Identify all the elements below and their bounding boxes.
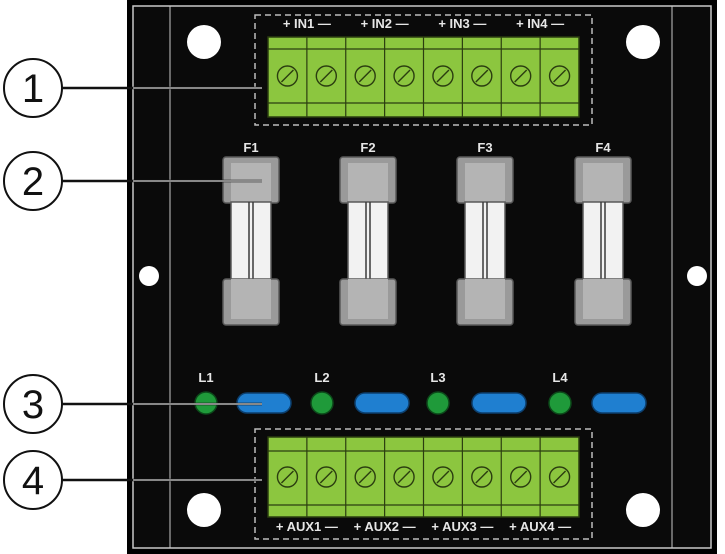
aux-terminal-screw[interactable] [471,466,493,488]
in-terminal-screw[interactable] [432,65,454,87]
led-label: L1 [198,370,213,385]
aux-terminal-screw[interactable] [432,466,454,488]
blue-indicator-l4 [591,392,647,414]
mounting-hole-bottom-left [187,493,221,527]
led-indicator-l3 [426,391,450,415]
fuse-cap-top-inner [348,163,388,203]
in-terminal-label: + IN3 — [438,16,486,31]
callout-number: 1 [22,67,44,111]
fuse-holder-f1[interactable]: F1 [222,140,280,326]
callout-2: 2 [3,151,262,211]
fuse-cap-bottom-inner [465,279,505,319]
aux-terminal-screw[interactable] [276,466,299,488]
in-terminal-screw[interactable] [276,65,299,87]
fuse-body [230,201,272,281]
aux-terminal-outline [254,428,593,540]
callout-3: 3 [3,374,262,434]
in-terminal-screw[interactable] [471,65,493,87]
aux-terminal-label: + AUX2 — [354,519,416,534]
fuse-label: F3 [477,140,492,155]
fuse-label: F4 [595,140,611,155]
fuse-holder-f4[interactable]: F4 [574,140,632,326]
fuse-label: F1 [243,140,258,155]
input-terminal-block: + IN1 — + IN2 — + IN3 — + IN4 — [254,14,593,126]
in-terminal-screw[interactable] [393,65,415,87]
fuse-holder-f2[interactable]: F2 [339,140,397,326]
mounting-hole-bottom-right [626,493,660,527]
fuse-body [464,201,506,281]
callout-group: 1 2 3 4 [3,58,262,510]
mounting-hole-top-right [626,25,660,59]
fuse-cap-top-inner [583,163,623,203]
led-indicator-l4 [548,391,572,415]
fuse-body [347,201,389,281]
led-indicator-l2 [310,391,334,415]
in-terminal-screw[interactable] [509,65,532,87]
input-terminal-outline [254,14,593,126]
in-terminal-screw[interactable] [315,65,338,87]
fuse-body [582,201,624,281]
aux-terminal-screw[interactable] [315,466,338,488]
aux-terminal-screw[interactable] [509,466,532,488]
callout-number: 4 [22,459,44,503]
fuse-cap-bottom-inner [583,279,623,319]
aux-terminal-label: + AUX3 — [431,519,493,534]
aux-terminal-label: + AUX4 — [509,519,571,534]
in-terminal-screw[interactable] [354,65,376,87]
fuse-cap-top-inner [465,163,505,203]
aux-terminal-screw[interactable] [548,466,571,488]
fuse-label: F2 [360,140,375,155]
in-terminal-label: + IN2 — [361,16,409,31]
mounting-hole-mid-left [139,266,159,286]
fuse-cap-bottom-inner [348,279,388,319]
callout-1: 1 [3,58,262,118]
fuse-cap-top-inner [231,163,271,203]
led-label: L4 [552,370,568,385]
callout-number: 2 [22,160,44,204]
led-label: L2 [314,370,329,385]
callout-number: 3 [22,383,44,427]
fuse-cap-bottom-inner [231,279,271,319]
in-terminal-label: + IN4 — [516,16,564,31]
in-terminal-label: + IN1 — [283,16,331,31]
aux-terminal-label: + AUX1 — [276,519,338,534]
aux-terminal-block: + AUX1 — + AUX2 — + AUX3 — + AUX4 — [254,428,593,540]
in-terminal-screw[interactable] [548,65,571,87]
blue-indicator-l2 [354,392,410,414]
aux-terminal-screw[interactable] [393,466,415,488]
mounting-hole-mid-right [687,266,707,286]
mounting-hole-top-left [187,25,221,59]
led-label: L3 [430,370,445,385]
fuse-holder-f3[interactable]: F3 [456,140,514,326]
aux-terminal-screw[interactable] [354,466,376,488]
blue-indicator-l3 [471,392,527,414]
led-row: L1 L2 L3 L4 [194,370,647,415]
callout-4: 4 [3,450,262,510]
fuse-row: F1 F2 F3 F4 [222,140,632,326]
